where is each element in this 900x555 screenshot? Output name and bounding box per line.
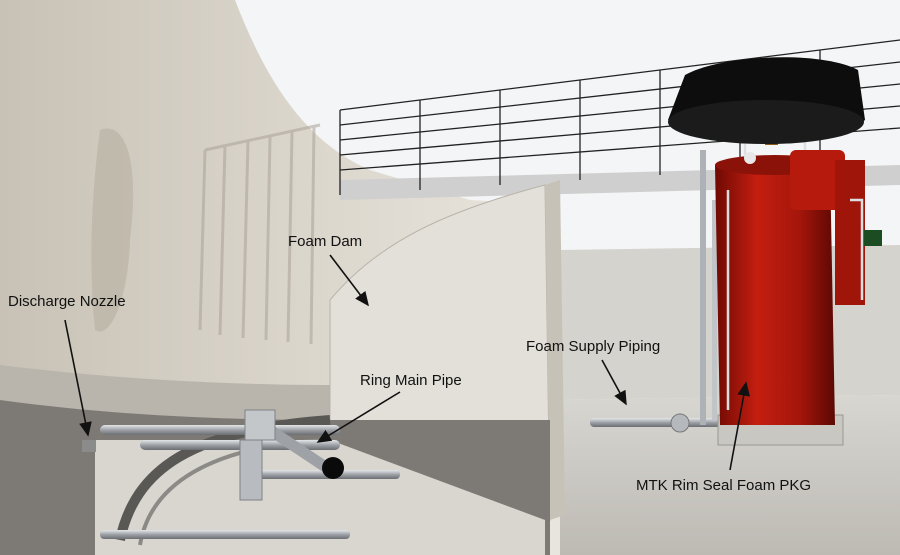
- side-vessel: [835, 160, 865, 305]
- rim-seal-pkg-arrow: [729, 381, 750, 471]
- foam-supply-piping-arrow: [601, 359, 627, 406]
- ring-main-pipe-end: [322, 457, 344, 479]
- ring-main-pipe-arrow: [316, 391, 401, 443]
- pipe-flange: [670, 413, 690, 433]
- trough-inner: [95, 440, 545, 555]
- control-box: [862, 230, 882, 246]
- ring-main-pipe-label: Ring Main Pipe: [360, 372, 462, 389]
- pressure-gauge: [744, 152, 756, 164]
- discharge-nozzle-label: Discharge Nozzle: [8, 293, 126, 310]
- vertical-supply-pipe: [700, 150, 706, 425]
- railing-shadow: [198, 123, 321, 345]
- bladder-vessel: [790, 150, 845, 210]
- foam-supply-piping-label: Foam Supply Piping: [526, 338, 660, 355]
- equipment-shadow: [91, 128, 134, 332]
- foam-dam-arrow: [329, 254, 369, 307]
- callout-arrows: [64, 254, 750, 471]
- foam-dam-label: Foam Dam: [288, 233, 362, 250]
- ring-main-pipes: [100, 409, 400, 539]
- rim-seal-pkg-label: MTK Rim Seal Foam PKG: [636, 477, 811, 494]
- cone-cover-rim: [668, 100, 864, 144]
- discharge-nozzle-arrow: [64, 319, 92, 437]
- vertical-supply-pipe-2: [712, 200, 717, 420]
- discharge-nozzle: [82, 440, 96, 452]
- foam-concentrate-tank: [715, 165, 835, 425]
